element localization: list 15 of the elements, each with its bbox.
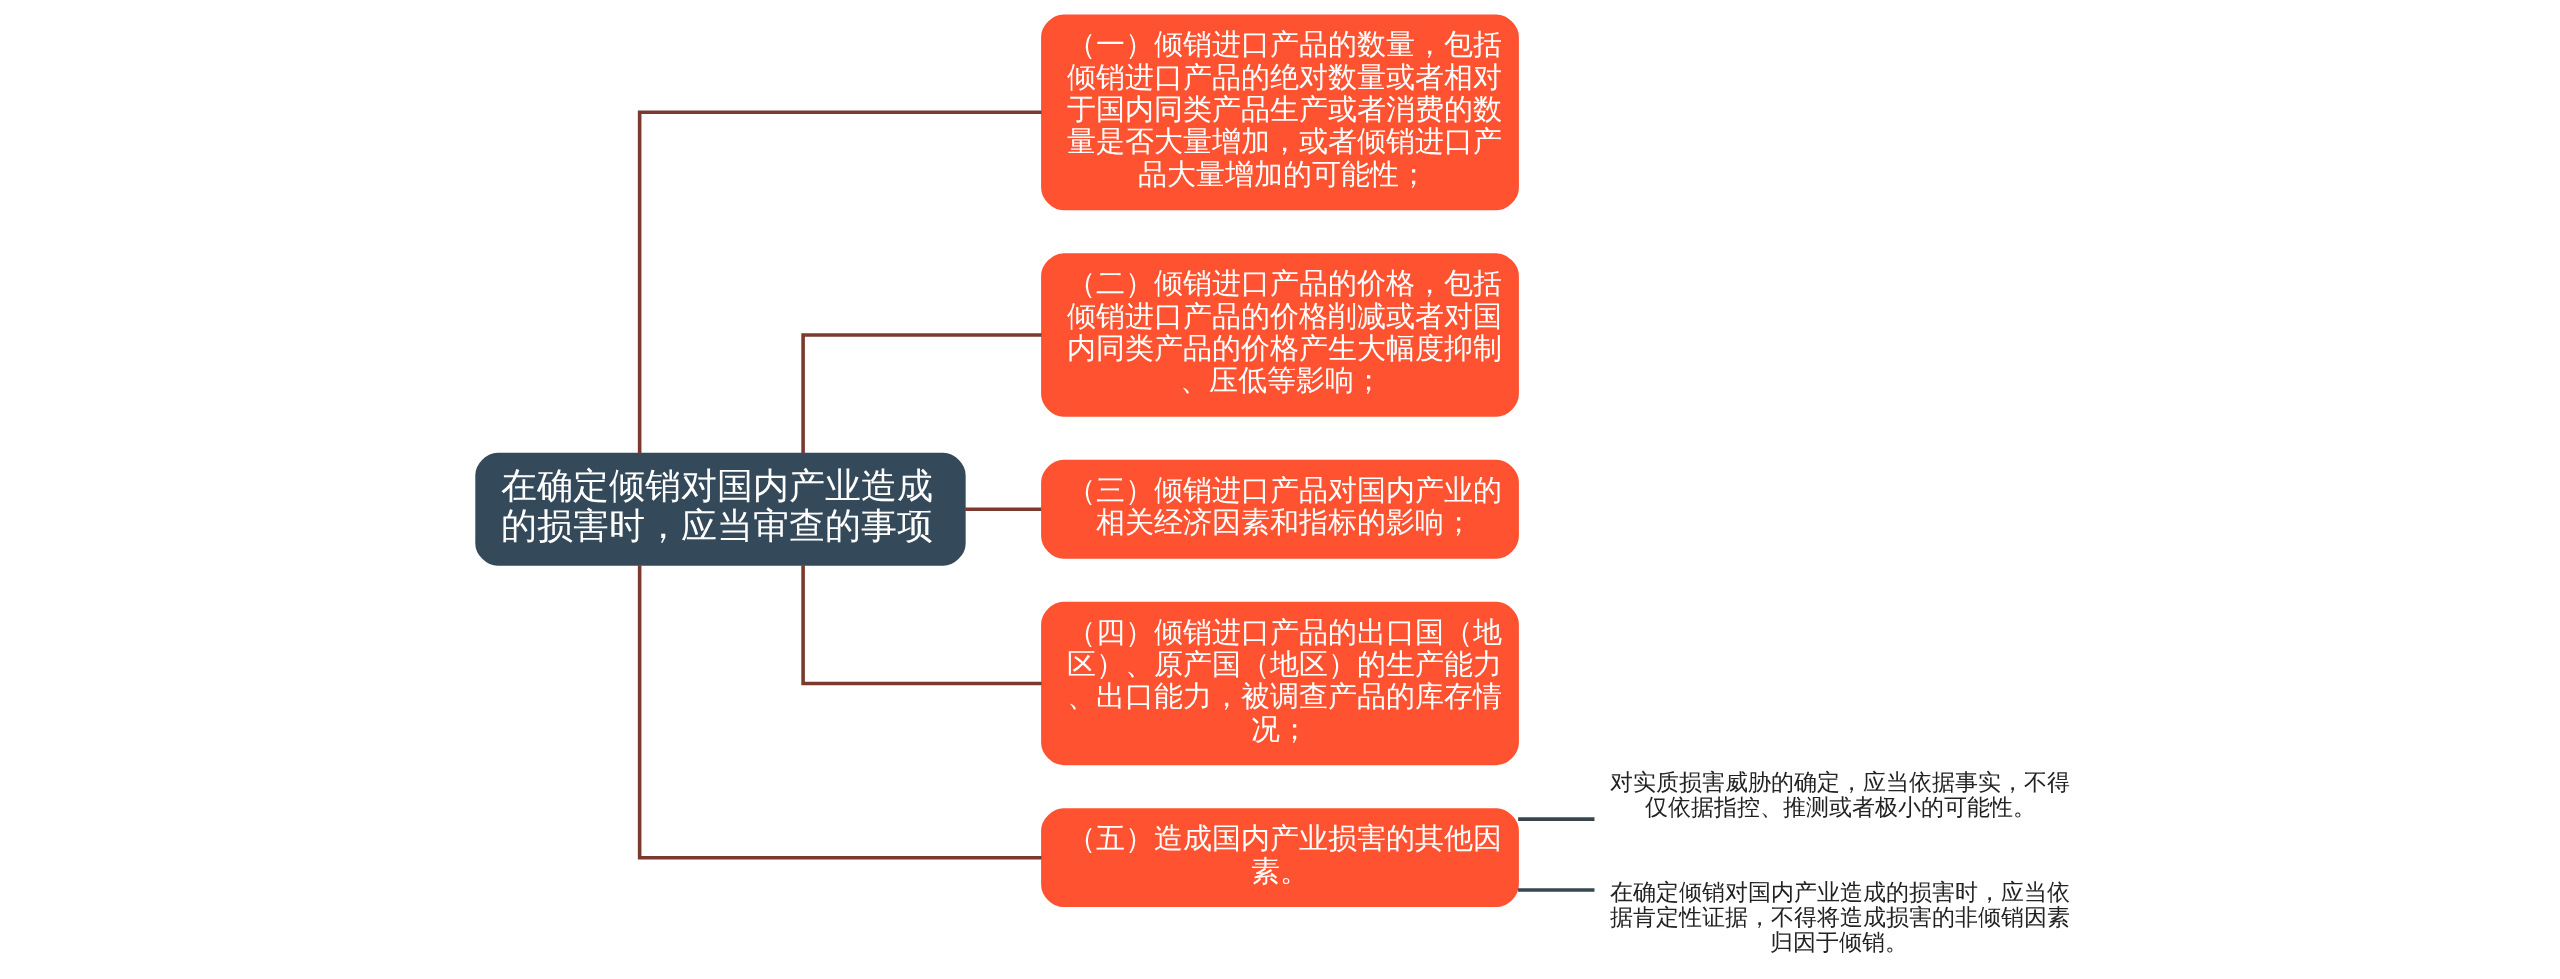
connector (801, 565, 1042, 686)
connector (637, 565, 1042, 860)
connector (1518, 888, 1595, 892)
connector (637, 110, 1042, 454)
node-box: （二）倾销进口产品的价格，包括倾销进口产品的价格削减或者对国内同类产品的价格产生大幅度抑制、压低等影响； (1041, 253, 1519, 417)
node-box: （三）倾销进口产品对国内产业的相关经济因素和指标的影响； (1041, 459, 1519, 559)
node-text: 对实质损害威胁的确定，应当依据事实，不得仅依据指控、推测或者极小的可能性。 (1609, 768, 2070, 822)
node-text: 在确定倾销对国内产业造成的损害时，应当依据肯定性证据，不得将造成损害的非倾销因素归因于倾销。 (1609, 877, 2070, 957)
node-box: 在确定倾销对国内产业造成的损害时，应当审查的事项 (475, 452, 966, 566)
node-box: （一）倾销进口产品的数量，包括倾销进口产品的绝对数量或者相对于国内同类产品生产或者消费的数量是否大量增加，或者倾销进口产品大量增加的可能性； (1041, 14, 1519, 211)
connector (1518, 817, 1595, 821)
connector (965, 507, 1042, 512)
node-box: （四）倾销进口产品的出口国（地区）、原产国（地区）的生产能力、出口能力，被调查产品的库存情况； (1041, 601, 1519, 766)
connector (801, 333, 1042, 454)
node-box: （五）造成国内产业损害的其他因素。 (1041, 808, 1519, 908)
